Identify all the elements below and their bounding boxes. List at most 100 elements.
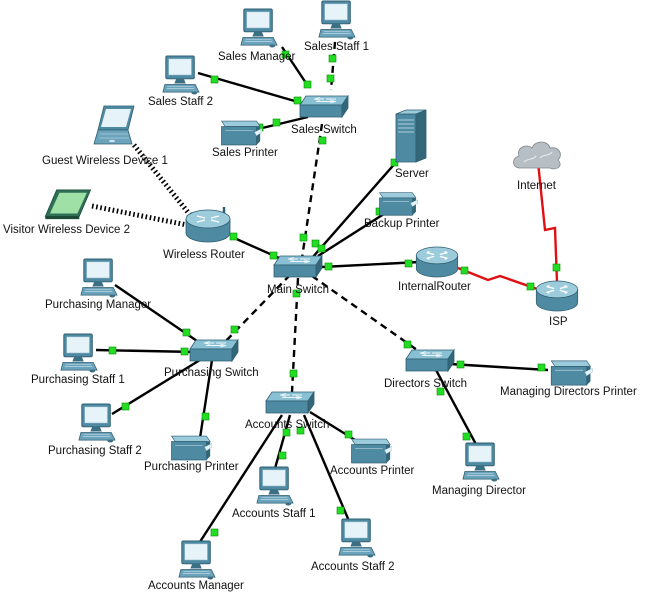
link-purchasing-printer-to-purchasing-switch[interactable] [198,359,214,439]
accounts-staff-2-pc-icon[interactable] [338,518,376,558]
link-sales-printer-to-sales-switch[interactable] [257,115,309,131]
port-indicator [121,402,130,411]
port-indicator [210,528,219,537]
managing-directors-printer-icon[interactable] [550,360,593,386]
server-icon[interactable] [395,109,427,163]
sales-staff-2-pc-icon[interactable] [162,55,200,95]
accounts-staff-1-pc-icon[interactable] [256,466,294,506]
port-indicator [210,75,219,84]
managing-director-label: Managing Director [432,485,526,497]
port-indicator [344,430,353,439]
accounts-printer-label: Accounts Printer [330,465,415,477]
port-indicator [311,239,320,248]
port-indicator [180,347,189,356]
port-indicator [201,412,210,421]
managing-directors-printer-label: Managing Directors Printer [500,386,637,398]
port-indicator [230,325,239,334]
accounts-switch-icon[interactable] [265,391,315,414]
directors-switch-icon[interactable] [405,349,455,372]
sales-manager-label: Sales Manager [218,51,296,63]
link-directors-switch-to-managing-director[interactable] [434,369,480,449]
managing-director-pc-icon[interactable] [462,442,500,482]
guest-wireless-laptop-icon[interactable] [93,105,135,145]
wireless-link-visitor-device[interactable] [91,203,193,229]
accounts-switch-label: Accounts Switch [245,419,329,431]
port-indicator [303,80,312,89]
port-indicators [108,50,561,537]
link-main-switch-to-directors-switch[interactable] [311,275,421,353]
port-indicator [272,118,281,127]
sales-switch-icon[interactable] [299,95,349,118]
sales-switch-label: Sales Switch [291,124,357,136]
accounts-manager-label: Accounts Manager [148,580,244,592]
port-indicator [292,289,301,298]
visitor-wireless-device-label: Visitor Wireless Device 2 [3,224,130,236]
backup-printer-label: Backup Printer [364,218,440,230]
port-indicator [317,244,326,253]
port-indicator [282,428,291,437]
accounts-staff-2-label: Accounts Staff 2 [311,561,395,573]
sales-staff-1-pc-icon[interactable] [318,0,356,40]
accounts-printer-icon[interactable] [351,438,392,464]
purchasing-staff-1-pc-icon[interactable] [60,333,98,373]
port-indicator [328,54,337,63]
internet-label: Internet [517,180,557,192]
serial-link-isp-to-internet[interactable] [536,161,559,283]
port-indicator [436,387,445,396]
purchasing-staff-2-pc-icon[interactable] [78,403,116,443]
port-indicator [269,251,278,260]
internet-cloud-icon[interactable] [512,141,562,170]
purchasing-staff-1-label: Purchasing Staff 1 [31,374,125,386]
sales-printer-label: Sales Printer [212,147,278,159]
internal-router-icon[interactable] [415,246,459,278]
purchasing-switch-label: Purchasing Switch [164,367,259,379]
port-indicator [537,363,546,372]
wireless-router-icon[interactable] [184,205,232,243]
backup-printer-icon[interactable] [379,192,418,216]
link-server-to-main-switch[interactable] [311,159,399,259]
port-indicator [182,328,191,337]
port-indicator [296,426,305,435]
port-indicator [318,136,327,145]
port-indicator [336,506,345,515]
server-label: Server [395,168,429,180]
port-indicator [462,432,471,441]
port-indicator [460,266,469,275]
sales-staff-2-label: Sales Staff 2 [148,96,213,108]
link-accounts-switch-to-accounts-staff-1[interactable] [272,414,292,473]
purchasing-manager-pc-icon[interactable] [80,258,118,298]
main-switch-label: Main Switch [267,284,329,296]
link-main-switch-to-internal-router[interactable] [321,260,421,269]
device-labels: Sales Manager Sales Staff 1 Sales Staff … [3,41,637,592]
port-indicator [281,50,290,59]
port-indicator [324,262,333,271]
accounts-staff-1-label: Accounts Staff 1 [232,508,316,520]
isp-router-icon[interactable] [535,280,579,312]
wireless-link-guest-device[interactable] [132,143,197,223]
isp-label: ISP [549,316,568,328]
port-indicator [456,360,465,369]
link-backup-printer-to-main-switch[interactable] [317,210,388,258]
wireless-router-label: Wireless Router [163,249,245,261]
guest-wireless-device-label: Guest Wireless Device 1 [42,155,168,167]
link-directors-switch-to-md-printer[interactable] [449,362,549,372]
port-indicator [552,263,561,272]
serial-link-internal-router-to-isp[interactable] [457,266,541,292]
port-indicator [278,451,287,460]
link-main-switch-to-purchasing-switch[interactable] [221,274,291,346]
main-switch-icon[interactable] [273,255,323,278]
port-indicator [299,233,308,242]
directors-switch-label: Directors Switch [384,378,467,390]
port-indicator [289,369,298,378]
sales-manager-pc-icon[interactable] [240,8,278,48]
sales-staff-1-label: Sales Staff 1 [304,41,369,53]
sales-printer-icon[interactable] [221,120,262,146]
port-indicator [293,96,302,105]
link-accounts-switch-to-accounts-manager[interactable] [194,414,284,549]
purchasing-manager-label: Purchasing Manager [45,299,151,311]
accounts-manager-pc-icon[interactable] [178,540,216,580]
purchasing-switch-icon[interactable] [189,339,239,362]
visitor-wireless-tablet-icon[interactable] [44,189,92,220]
purchasing-printer-icon[interactable] [171,435,212,461]
